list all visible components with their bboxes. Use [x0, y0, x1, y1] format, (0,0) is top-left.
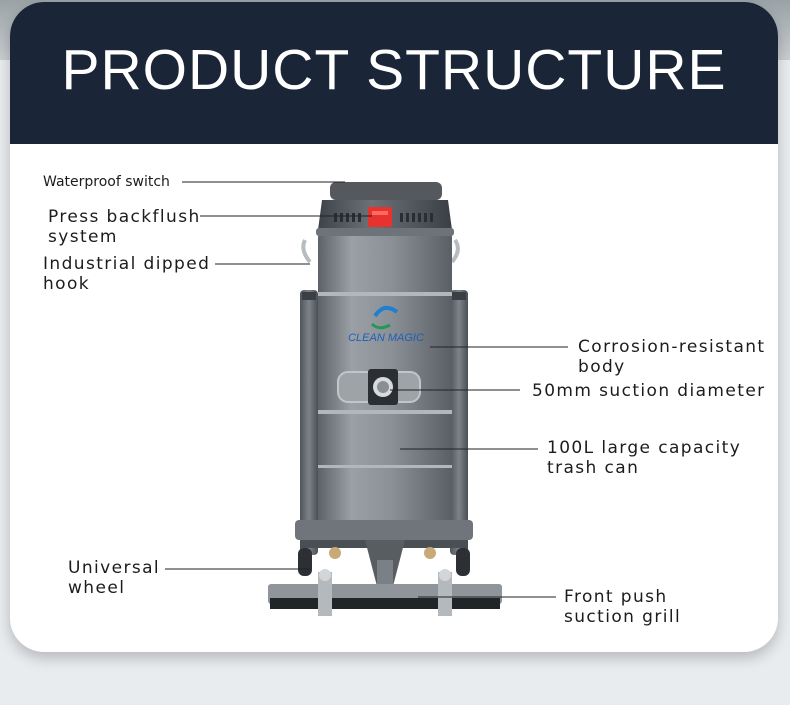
callout-line: Waterproof switch — [43, 174, 170, 190]
callout-line: Press backflush — [48, 207, 201, 227]
callout-line: Corrosion-resistant — [578, 337, 766, 357]
callout-line: Front push — [564, 587, 668, 607]
frame — [300, 238, 468, 555]
callout-line: hook — [43, 274, 91, 294]
callout-waterproof-switch: Waterproof switch — [43, 172, 170, 192]
callout-line: body — [578, 357, 626, 377]
suction-grill — [268, 569, 502, 616]
callout-line: system — [48, 227, 118, 247]
page-title: PRODUCT STRUCTURE — [61, 38, 727, 102]
callout-line: trash can — [547, 458, 640, 478]
callout-wheel: Universal wheel — [68, 558, 160, 598]
brand-logo-text: CLEAN MAGIC — [348, 332, 424, 344]
callout-capacity: 100L large capacity trash can — [547, 438, 741, 478]
callout-line: 50mm suction diameter — [532, 381, 766, 401]
callout-body: Corrosion-resistant body — [578, 337, 766, 377]
callout-line: Universal — [68, 558, 161, 578]
suction-port — [337, 369, 421, 405]
callout-line: suction grill — [564, 607, 682, 627]
brand-logo — [370, 305, 399, 330]
motor-head — [316, 182, 454, 236]
callout-suction-diameter: 50mm suction diameter — [532, 381, 766, 401]
backflush-button — [368, 207, 392, 227]
leader-lines — [165, 181, 568, 598]
title-banner: PRODUCT STRUCTURE — [10, 2, 778, 144]
callout-backflush: Press backflush system — [48, 207, 201, 247]
callout-line: Industrial dipped — [43, 254, 211, 274]
callout-hook: Industrial dipped hook — [43, 254, 210, 294]
callout-line: 100L large capacity — [547, 438, 742, 458]
callout-grill: Front push suction grill — [564, 587, 681, 627]
callout-line: wheel — [68, 578, 126, 598]
base — [295, 520, 473, 592]
